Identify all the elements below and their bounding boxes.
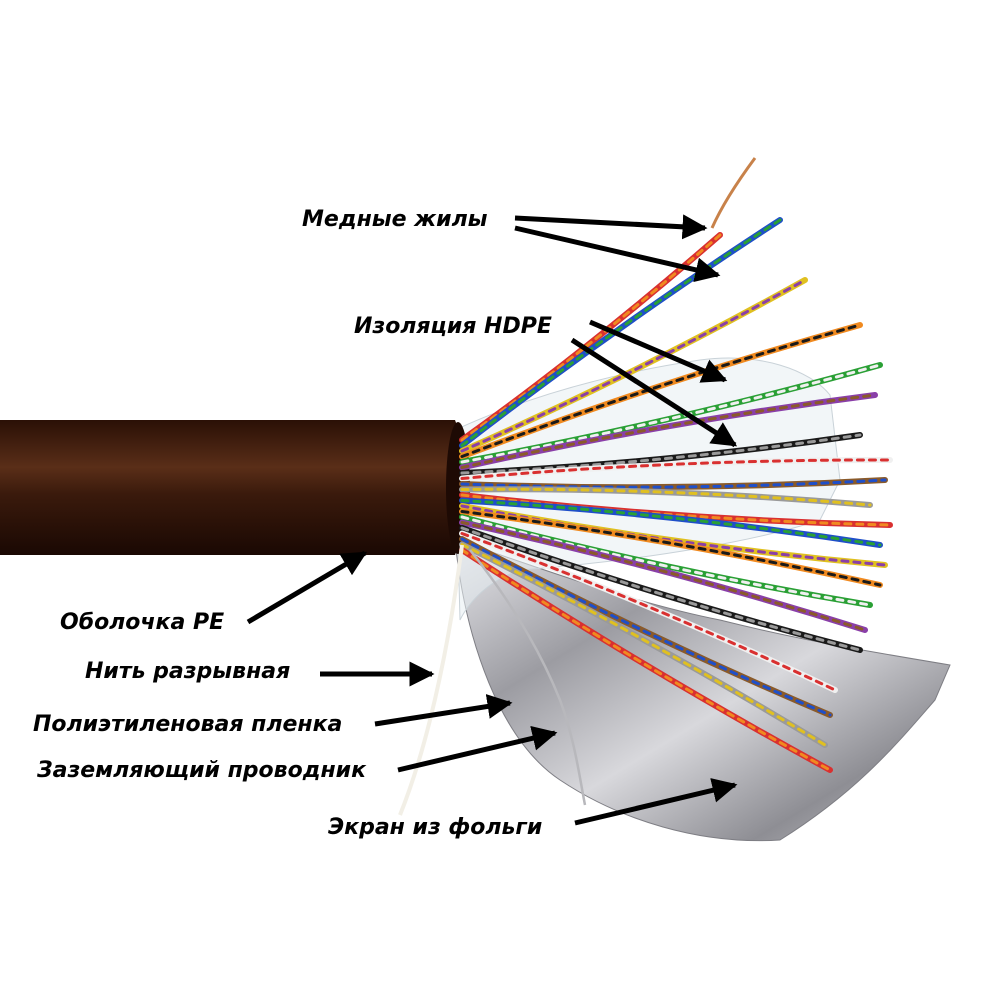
label-polyethylene-film: Полиэтиленовая пленка bbox=[33, 712, 343, 737]
wire-strand bbox=[460, 218, 782, 447]
label-rip-cord: Нить разрывная bbox=[85, 659, 291, 684]
callout-arrows bbox=[246, 214, 738, 826]
rip-cord bbox=[398, 544, 464, 816]
wire-strand bbox=[460, 521, 867, 632]
wire-strand bbox=[460, 487, 872, 507]
label-foil-screen: Экран из фольги bbox=[328, 815, 543, 840]
arrow-sheath bbox=[246, 550, 368, 625]
wire-strand bbox=[460, 532, 837, 692]
arrow-hdpe-1 bbox=[589, 319, 728, 383]
label-copper-conductors: Медные жилы bbox=[302, 207, 488, 232]
wire-strand bbox=[460, 548, 832, 772]
pe-sheath bbox=[0, 420, 467, 555]
label-hdpe-insulation: Изоляция HDPE bbox=[354, 314, 552, 339]
wire-strand bbox=[460, 543, 827, 747]
drain-wire bbox=[469, 549, 587, 806]
wire-strand bbox=[460, 393, 877, 469]
wire-strand bbox=[460, 510, 882, 587]
wire-strand bbox=[460, 278, 807, 453]
arrow-copper-1 bbox=[514, 214, 708, 240]
arrow-hdpe-2 bbox=[570, 337, 738, 448]
wire-strand bbox=[460, 363, 882, 464]
wire-strand bbox=[460, 499, 882, 547]
wire-strand bbox=[460, 515, 872, 607]
wire-strand bbox=[460, 478, 887, 489]
twisted-pairs bbox=[459, 217, 893, 773]
wire-strand bbox=[460, 526, 862, 652]
label-pe-sheath: Оболочка PE bbox=[60, 610, 225, 635]
arrow-foil bbox=[574, 778, 738, 826]
arrow-drain bbox=[397, 725, 558, 773]
label-drain-wire: Заземляющий проводник bbox=[37, 758, 367, 783]
wire-strand bbox=[460, 493, 892, 527]
wire-strand bbox=[460, 433, 862, 475]
arrow-film bbox=[374, 694, 513, 727]
wire-strand bbox=[460, 233, 722, 442]
copper-tip bbox=[710, 157, 757, 229]
wire-strand bbox=[460, 537, 832, 717]
wire-strand bbox=[460, 458, 892, 480]
arrow-copper-2 bbox=[514, 225, 721, 283]
wire-strand bbox=[460, 323, 862, 458]
